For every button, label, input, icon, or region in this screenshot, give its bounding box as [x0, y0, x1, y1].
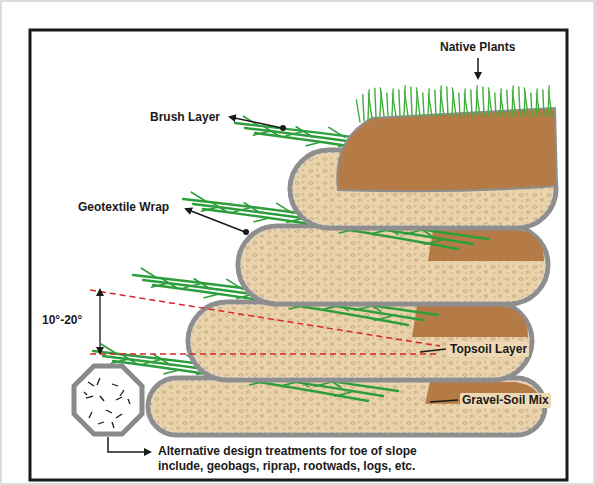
plant-label: Native Plants — [440, 40, 515, 55]
leader-line — [230, 117, 282, 128]
grass-blade — [375, 88, 376, 117]
dimension-line — [99, 302, 100, 340]
twig — [204, 294, 220, 298]
angle-label: 10°-20° — [42, 313, 82, 328]
grass-blade — [488, 88, 492, 116]
topsoil-label: Topsoil Layer — [448, 342, 529, 357]
leader-dot — [243, 229, 249, 235]
grass-blade — [459, 93, 460, 116]
leader-line — [430, 400, 458, 402]
soil-lifts — [93, 86, 557, 435]
grass-blade — [464, 94, 468, 116]
leader-line — [186, 209, 245, 232]
grass-blade — [536, 89, 537, 116]
twig — [425, 240, 441, 244]
twig — [191, 192, 207, 202]
grass-blade — [416, 88, 420, 116]
twig — [194, 279, 210, 289]
gravel-label: Gravel-Soil Mix — [460, 393, 551, 408]
native-plants — [356, 86, 552, 122]
grass-blade — [392, 89, 393, 116]
grass-blade — [524, 88, 528, 116]
leader-line — [477, 58, 479, 78]
grass-blade — [548, 91, 552, 116]
grass-blade — [512, 91, 516, 116]
twig — [277, 203, 293, 213]
grass-blade — [464, 89, 465, 116]
grass-blade — [483, 87, 484, 116]
dimension-arrow — [99, 290, 100, 302]
grass-blade — [500, 94, 504, 116]
grass-blade — [440, 91, 444, 116]
twig — [335, 392, 351, 396]
toe-note: Alternative design treatments for toe of… — [158, 444, 458, 474]
twig — [141, 268, 157, 278]
brush-label: Brush Layer — [150, 110, 220, 125]
grass-blade — [543, 90, 544, 116]
grass-blade — [368, 93, 372, 118]
twig — [329, 127, 345, 137]
grass-blade — [387, 93, 388, 116]
grass-blade — [519, 87, 520, 116]
toe-treatment — [74, 366, 142, 434]
grass-blade — [356, 100, 360, 122]
toe-fill — [84, 378, 130, 428]
frame — [30, 30, 567, 480]
grass-blade — [452, 88, 456, 116]
twig — [375, 316, 391, 320]
geotextile-texture — [241, 229, 545, 301]
grass-blade — [476, 91, 480, 116]
grass-blade — [363, 95, 364, 121]
grass-blade — [399, 90, 400, 116]
grass-blade — [500, 89, 501, 116]
twig — [211, 202, 227, 212]
grass-blade — [495, 93, 496, 116]
twig — [296, 127, 312, 137]
grass-blade — [411, 87, 412, 116]
twig — [121, 354, 137, 364]
grass-blade — [531, 93, 532, 116]
grass-blade — [536, 94, 540, 116]
twig — [161, 278, 177, 288]
leader-dot — [280, 125, 286, 131]
twig — [244, 203, 260, 213]
geotextile-label: Geotextile Wrap — [78, 200, 169, 215]
grass-blade — [428, 94, 432, 116]
grass-blade — [447, 87, 448, 116]
leader-line — [108, 437, 150, 452]
grass-blade — [380, 88, 384, 116]
topsoil-mound — [337, 108, 557, 191]
grass-blade — [428, 89, 429, 116]
grass-blade — [392, 94, 396, 116]
grass-blade — [423, 93, 424, 116]
twig — [254, 218, 270, 222]
angle-line — [90, 290, 440, 346]
twig — [154, 355, 170, 365]
grass-blade — [404, 91, 408, 116]
twig — [101, 344, 117, 354]
grass-blade — [507, 90, 508, 116]
grass-blade — [435, 90, 436, 116]
twig — [164, 370, 180, 374]
leader-line — [420, 349, 446, 352]
topsoil-layer — [412, 306, 528, 337]
grass-blade — [471, 90, 472, 116]
twig — [306, 142, 322, 146]
reference-line — [90, 353, 440, 355]
dimension-arrow — [99, 340, 100, 353]
